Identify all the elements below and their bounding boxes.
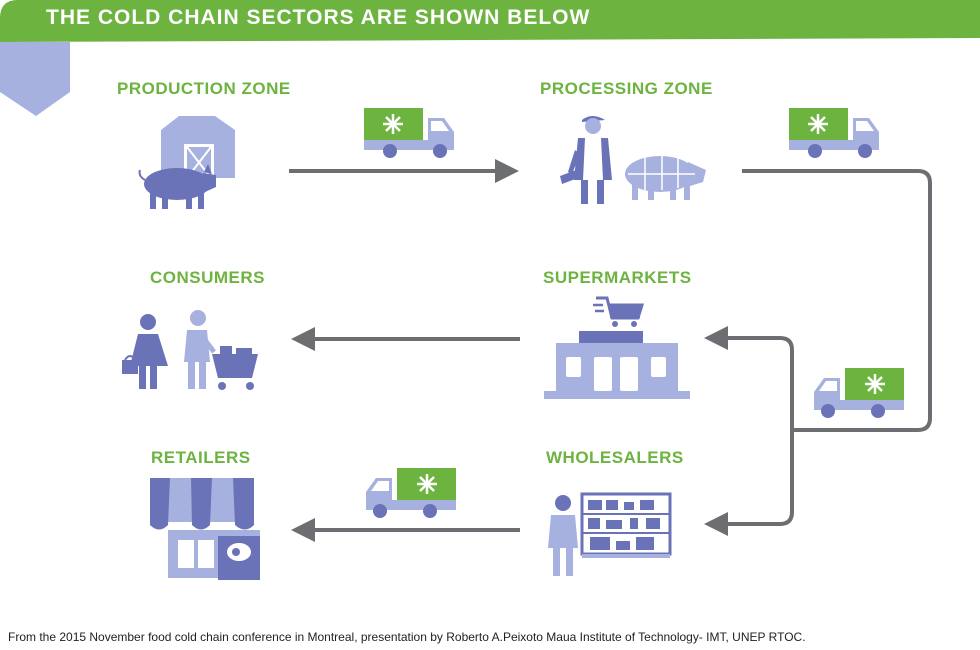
sector-label-production: PRODUCTION ZONE — [117, 79, 291, 98]
sector-label-wholesalers: WHOLESALERS — [546, 448, 684, 467]
pig-icon — [625, 156, 706, 200]
sector-label-processing: PROCESSING ZONE — [540, 79, 713, 98]
refrigerated-truck-icon — [814, 368, 904, 418]
source-footnote: From the 2015 November food cold chain c… — [8, 630, 806, 644]
sector-label-retailers: RETAILERS — [151, 448, 251, 467]
arrow-processing-return-line — [742, 169, 932, 432]
refrigerated-truck-icon — [366, 468, 456, 518]
page-title: THE COLD CHAIN SECTORS ARE SHOWN BELOW — [46, 6, 591, 29]
refrigerated-truck-icon — [789, 108, 879, 158]
pig-icon — [138, 164, 216, 209]
supermarket-icon — [544, 331, 690, 399]
sector-label-supermarkets: SUPERMARKETS — [543, 268, 692, 287]
arrow-to-supermarkets — [704, 326, 794, 430]
flow-arrows — [289, 159, 932, 542]
warehouse-shelves-icon — [548, 492, 672, 576]
header-banner — [0, 0, 980, 42]
corner-tab-decoration — [0, 42, 70, 116]
refrigerated-truck-icon — [364, 108, 454, 158]
retail-store-icon — [150, 478, 260, 580]
shopping-cart-icon — [593, 296, 645, 327]
butcher-icon — [560, 116, 612, 204]
arrow-to-wholesalers — [704, 430, 794, 536]
shoppers-icon — [122, 310, 258, 390]
sector-label-consumers: CONSUMERS — [150, 268, 266, 287]
